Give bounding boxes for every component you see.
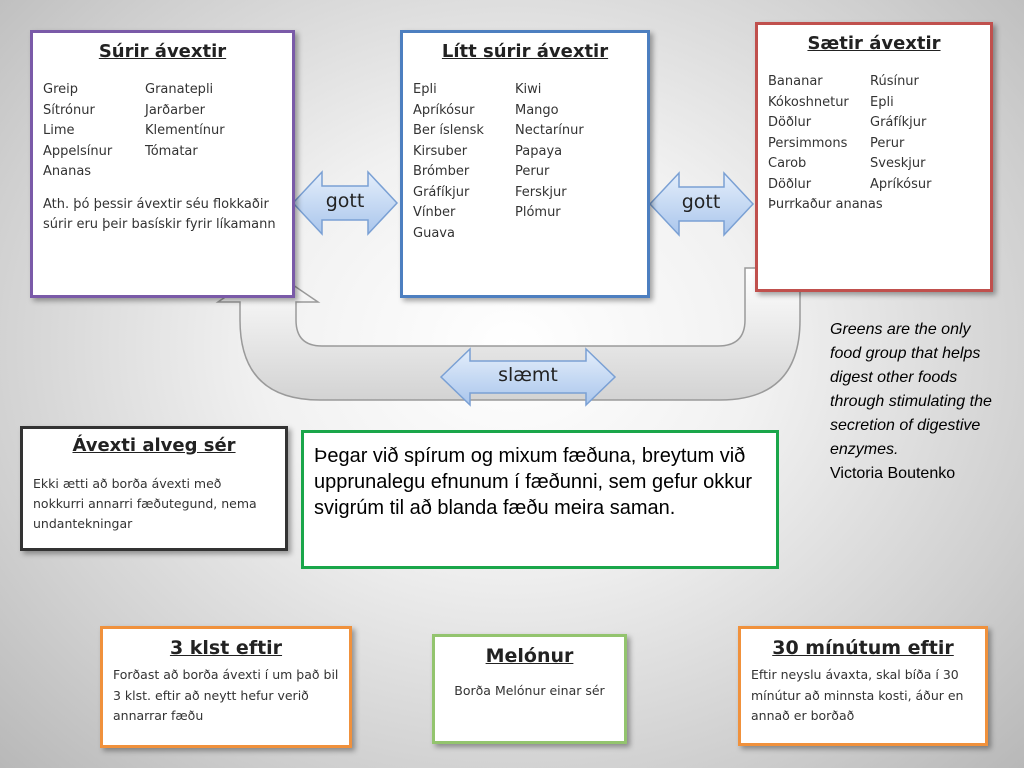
arrow-label-bottom: slæmt bbox=[498, 364, 558, 386]
sprouting-note-box: Þegar við spírum og mixum fæðuna, breytu… bbox=[301, 430, 779, 569]
list-item: Plómur bbox=[515, 205, 561, 220]
list-item: Papaya bbox=[515, 143, 563, 159]
double-arrow-left bbox=[291, 170, 399, 236]
sweet-fruits-title: Sætir ávextir bbox=[807, 33, 941, 54]
list-item: Vínber bbox=[413, 205, 456, 220]
list-item: Granatepli bbox=[145, 82, 214, 97]
double-arrow-bottom bbox=[439, 347, 617, 407]
list-item: Persimmons bbox=[768, 135, 848, 151]
list-item: Tómatar bbox=[145, 143, 198, 159]
list-item: Ber íslensk bbox=[413, 123, 484, 138]
quote-text: Greens are the only food group that help… bbox=[830, 321, 992, 458]
list-item: Ananas bbox=[43, 164, 92, 179]
list-item: Rúsínur bbox=[870, 74, 919, 89]
three-hours-title: 3 klst eftir bbox=[169, 637, 283, 659]
list-item: Brómber bbox=[413, 164, 470, 179]
list-item: Ferskjur bbox=[515, 184, 567, 200]
sweet-fruits-col1: Bananar Kókoshnetur Döðlur Persimmons Ca… bbox=[768, 72, 870, 195]
fruits-alone-box: Ávexti alveg sér Ekki ætti að borða ávex… bbox=[20, 426, 288, 551]
sour-fruits-title: Súrir ávextir bbox=[98, 41, 227, 62]
sweet-fruits-box: Sætir ávextir Bananar Kókoshnetur Döðlur… bbox=[755, 22, 993, 292]
list-item: Appelsínur bbox=[43, 143, 113, 159]
list-item: Döðlur bbox=[768, 115, 812, 130]
list-item: Nectarínur bbox=[515, 123, 584, 138]
list-item: Sveskjur bbox=[870, 156, 926, 171]
list-item: Greip bbox=[43, 82, 78, 97]
list-item: Döðlur bbox=[768, 176, 812, 192]
three-hours-box: 3 klst eftir Forðast að borða ávexti í u… bbox=[100, 626, 352, 748]
thirty-minutes-box: 30 mínútum eftir Eftir neyslu ávaxta, sk… bbox=[738, 626, 988, 746]
melon-box: Melónur Borða Melónur einar sér bbox=[432, 634, 627, 744]
sprouting-note-text: Þegar við spírum og mixum fæðuna, breytu… bbox=[314, 445, 753, 519]
fruits-alone-text: Ekki ætti að borða ávexti með nokkurri a… bbox=[33, 476, 257, 531]
list-item: Carob bbox=[768, 156, 807, 171]
melon-text: Borða Melónur einar sér bbox=[454, 683, 605, 698]
sour-fruits-col1: Greip Sítrónur Lime Appelsínur Ananas bbox=[43, 80, 145, 183]
list-item: Kirsuber bbox=[413, 143, 468, 159]
quote-author: Victoria Boutenko bbox=[830, 465, 956, 482]
sour-fruits-col2: Granatepli Jarðarber Klementínur Tómatar bbox=[145, 80, 225, 183]
fruits-alone-title: Ávexti alveg sér bbox=[72, 435, 236, 456]
list-item: Perur bbox=[515, 164, 550, 179]
list-item: Klementínur bbox=[145, 123, 225, 138]
mildly-sour-fruits-col2: Kiwi Mango Nectarínur Papaya Perur Fersk… bbox=[515, 80, 584, 244]
list-item: Jarðarber bbox=[145, 102, 206, 118]
mildly-sour-fruits-columns: Epli Apríkósur Ber íslensk Kirsuber Bróm… bbox=[413, 80, 637, 244]
list-item: Lime bbox=[43, 123, 75, 138]
list-item: Epli bbox=[870, 94, 894, 110]
sweet-fruits-col2: Rúsínur Epli Gráfíkjur Perur Sveskjur Ap… bbox=[870, 72, 931, 195]
mildly-sour-fruits-title: Lítt súrir ávextir bbox=[441, 41, 609, 62]
arrow-label-right: gott bbox=[681, 191, 721, 213]
sour-fruits-note: Ath. þó þessir ávextir séu flokkaðir súr… bbox=[43, 196, 276, 233]
list-item: Mango bbox=[515, 102, 559, 118]
mildly-sour-fruits-col1: Epli Apríkósur Ber íslensk Kirsuber Bróm… bbox=[413, 80, 515, 244]
arrow-label-left: gott bbox=[325, 190, 365, 212]
list-item: Epli bbox=[413, 82, 437, 97]
mildly-sour-fruits-box: Lítt súrir ávextir Epli Apríkósur Ber ís… bbox=[400, 30, 650, 298]
sour-fruits-box: Súrir ávextir Greip Sítrónur Lime Appels… bbox=[30, 30, 295, 298]
quote-block: Greens are the only food group that help… bbox=[830, 318, 1000, 486]
list-item: Gráfíkjur bbox=[413, 184, 470, 200]
list-item: Sítrónur bbox=[43, 102, 95, 118]
list-item: Gráfíkjur bbox=[870, 115, 927, 130]
curved-return-arrow bbox=[215, 267, 801, 401]
list-item: Perur bbox=[870, 135, 905, 151]
list-item: Kókoshnetur bbox=[768, 94, 849, 110]
sweet-fruits-columns: Bananar Kókoshnetur Döðlur Persimmons Ca… bbox=[768, 72, 980, 195]
sour-fruits-columns: Greip Sítrónur Lime Appelsínur Ananas Gr… bbox=[43, 80, 282, 183]
list-item: Apríkósur bbox=[870, 176, 932, 192]
double-arrow-right bbox=[648, 171, 755, 237]
sweet-fruits-last-item: Þurrkaður ananas bbox=[768, 197, 883, 212]
list-item: Bananar bbox=[768, 74, 823, 89]
list-item: Guava bbox=[413, 225, 455, 241]
melon-title: Melónur bbox=[485, 645, 574, 667]
list-item: Kiwi bbox=[515, 82, 542, 97]
thirty-minutes-text: Eftir neyslu ávaxta, skal bíða í 30 mínú… bbox=[751, 667, 964, 723]
thirty-minutes-title: 30 mínútum eftir bbox=[772, 637, 954, 659]
three-hours-text: Forðast að borða ávexti í um það bil 3 k… bbox=[113, 667, 339, 723]
list-item: Apríkósur bbox=[413, 102, 475, 118]
